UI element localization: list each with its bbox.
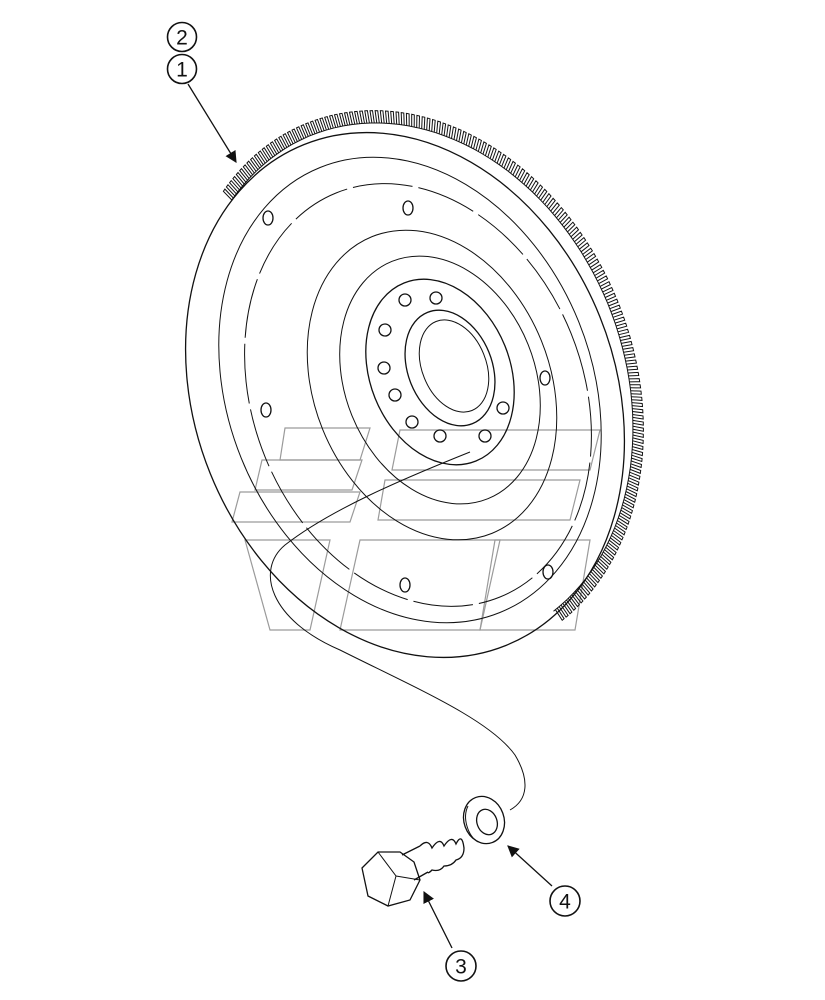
flywheel-hub-flange <box>365 278 515 466</box>
gear-root-line <box>231 122 634 612</box>
flywheel-outer-rim <box>184 131 626 659</box>
leader-callout-3 <box>423 890 453 949</box>
flywheel-face-ring <box>218 156 602 624</box>
outer-bolt-hole <box>402 200 414 216</box>
ring-gear-teeth <box>222 110 644 622</box>
flywheel-dashed-ring <box>244 183 592 607</box>
callout-2-label: 2 <box>176 27 188 50</box>
outer-bolt-hole <box>262 210 274 226</box>
hub-bolt-hole <box>429 291 443 305</box>
hub-bolt-hole <box>433 429 447 443</box>
hub-bolt-hole <box>377 361 391 375</box>
callout-1: 1 <box>166 53 198 85</box>
flywheel-inner-step <box>306 229 558 541</box>
leader-callout-4 <box>507 845 553 887</box>
outer-bolt-hole <box>399 577 411 593</box>
hub-bolt-hole <box>496 401 510 415</box>
watermark-logo <box>231 427 601 631</box>
callout-2: 2 <box>166 21 198 53</box>
assembly-group-line <box>269 451 526 811</box>
callout-4-label: 4 <box>559 891 571 914</box>
hub-bolt-hole <box>398 293 412 307</box>
flywheel-bore-inner <box>418 319 490 413</box>
outer-bolt-hole <box>260 402 272 418</box>
washer <box>462 795 506 845</box>
leader-callout-1 <box>187 83 237 163</box>
flywheel <box>184 131 626 659</box>
callout-3-label: 3 <box>455 956 467 979</box>
callout-4: 4 <box>549 885 581 917</box>
flywheel-center-bore <box>404 309 496 427</box>
hub-bolt-hole <box>478 429 492 443</box>
callout-1-label: 1 <box>176 59 188 82</box>
hub-bolt-hole <box>388 388 402 402</box>
callout-3: 3 <box>445 950 477 982</box>
hub-bolt-hole <box>378 323 392 337</box>
hub-bolt-hole <box>405 415 419 429</box>
bolt <box>361 838 465 907</box>
flywheel-hub-recess <box>339 255 541 505</box>
outer-bolt-hole <box>542 564 554 580</box>
gear-tooth-outline <box>222 110 644 622</box>
outer-bolt-hole <box>539 370 551 386</box>
